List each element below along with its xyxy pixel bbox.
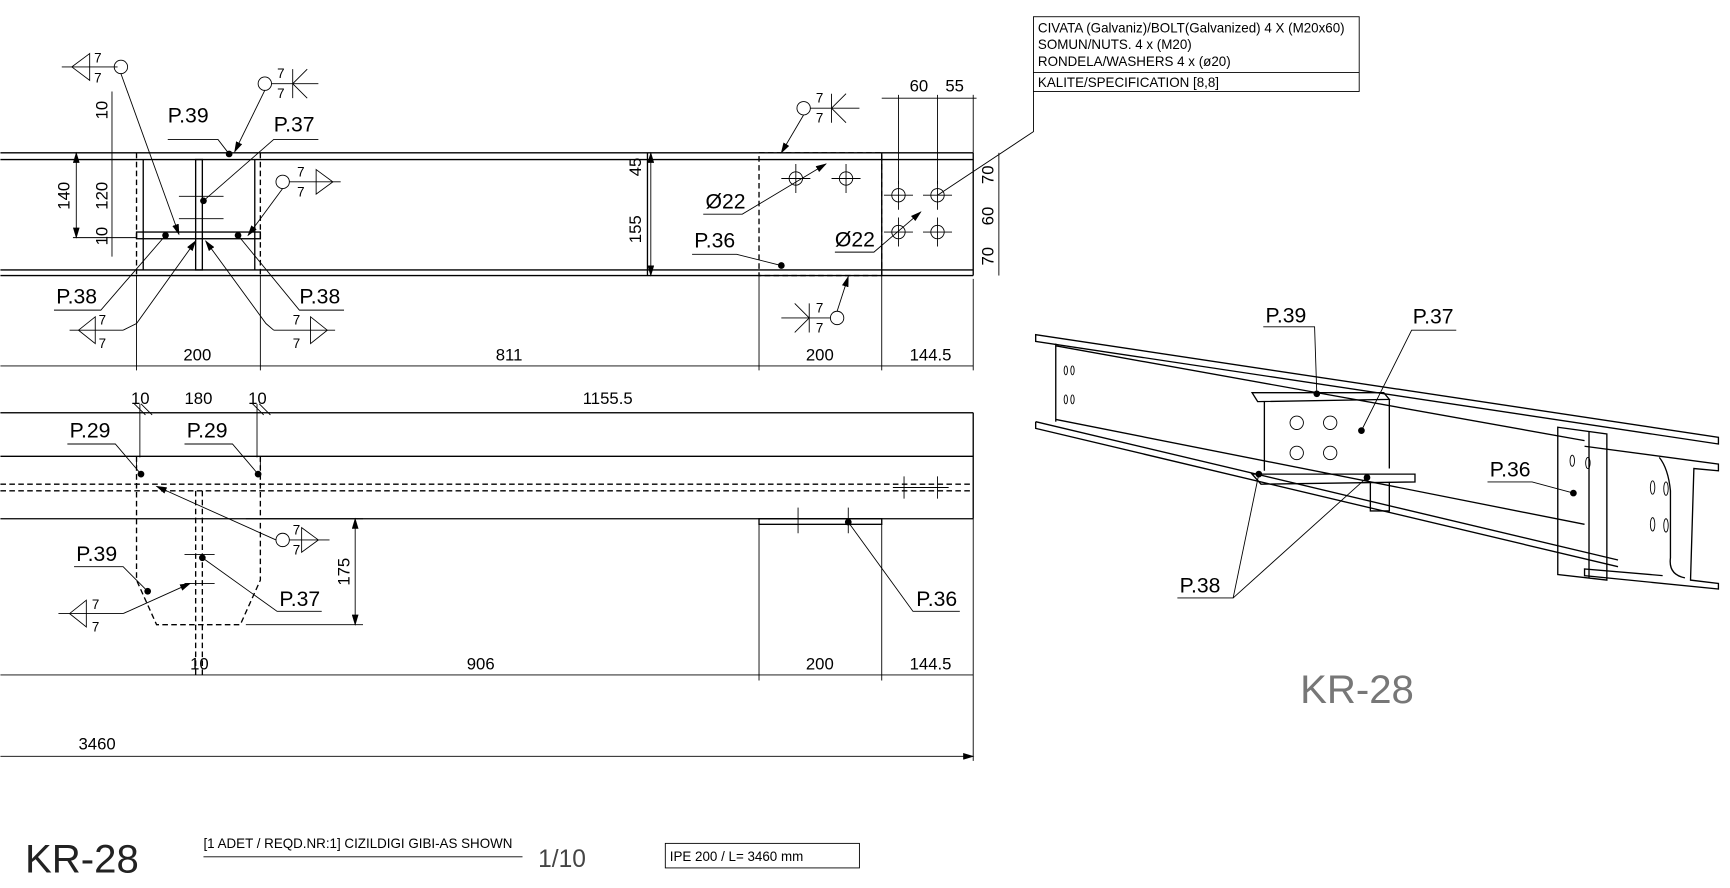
drawing-text: 7	[816, 320, 823, 335]
drawing-text: 10	[131, 389, 150, 408]
scale: 1/10	[538, 846, 586, 873]
drawing-text: 10	[93, 101, 112, 120]
iso-label-p38: P.38	[1180, 574, 1221, 597]
drawing-text: 3460	[79, 735, 116, 754]
drawing-text: 7	[277, 86, 284, 101]
drawing-text: 10	[190, 654, 209, 673]
drawing-text: 180	[184, 389, 212, 408]
drawing-text: 70	[978, 247, 997, 266]
label-p37: P.37	[274, 114, 315, 137]
part-mark: KR-28	[25, 836, 139, 881]
drawing-text: 144.5	[910, 345, 952, 364]
drawing-text: 60	[910, 76, 929, 95]
drawing-text: 70	[978, 165, 997, 184]
iso-label-p39: P.39	[1265, 304, 1306, 327]
drawing-text: 7	[99, 336, 106, 351]
drawing-text: 155	[626, 215, 645, 243]
drawing-text: 7	[816, 111, 823, 126]
iso-label-p36: P.36	[1490, 458, 1531, 481]
bolt-spec-box: CIVATA (Galvaniz)/BOLT(Galvanized) 4 X (…	[937, 16, 1360, 196]
drawing-text: 144.5	[910, 654, 952, 673]
iso-view-title: KR-28	[1300, 667, 1414, 712]
spec-bolt: CIVATA (Galvaniz)/BOLT(Galvanized) 4 X (…	[1038, 20, 1345, 35]
label-p37-side: P.37	[279, 588, 320, 611]
label-p39: P.39	[168, 105, 209, 128]
iso-label-p37: P.37	[1413, 306, 1454, 329]
isometric-view: P.39 P.37 P.36 P.38 KR-28	[1035, 304, 1720, 712]
quantity-note: [1 ADET / REQD.NR:1] CIZILDIGI GIBI-AS S…	[203, 836, 512, 851]
drawing-text: 200	[183, 345, 211, 364]
bolt-hole-icons	[1063, 365, 1669, 533]
profile-length: IPE 200 / L= 3460 mm	[670, 849, 803, 864]
spec-washers: RONDELA/WASHERS 4 x (ø20)	[1038, 54, 1231, 69]
hole-diameter-left: Ø22	[705, 191, 745, 214]
bolt-hole-icons	[781, 163, 953, 247]
drawing-text: 45	[626, 158, 645, 177]
drawing-text: 175	[335, 558, 354, 586]
label-p36: P.36	[694, 230, 735, 253]
label-p36-side: P.36	[916, 588, 957, 611]
drawing-text: 7	[816, 91, 823, 106]
label-p39-side: P.39	[76, 543, 117, 566]
drawing-text: 55	[945, 76, 964, 95]
drawing-text: 7	[293, 313, 300, 328]
top-view: P.39 P.37 P.38 P.38 P.36 Ø22 Ø22 7 7 7 7 7…	[0, 50, 1000, 371]
spec-grade: KALITE/SPECIFICATION [8,8]	[1038, 75, 1219, 90]
side-view-dimensions: 10 180 10 1155.5 175 10 906 200 144.5 34…	[0, 389, 975, 761]
drawing-text: 140	[55, 182, 74, 210]
drawing-text: 10	[248, 389, 267, 408]
drawing-text: 10	[93, 227, 112, 246]
label-p29-left: P.29	[70, 419, 111, 442]
weld-symbol-icons: 7 7 7 7 7 7 7 7 7 7 7 7 7 7	[61, 50, 860, 351]
drawing-text: 7	[92, 619, 99, 634]
label-p38-left: P.38	[56, 285, 97, 308]
drawing-text: 1155.5	[583, 389, 633, 408]
drawing-text: 7	[92, 597, 99, 612]
spec-nuts: SOMUN/NUTS. 4 x (M20)	[1038, 37, 1192, 52]
drawing-text: 906	[467, 654, 495, 673]
drawing-text: 120	[93, 182, 112, 210]
drawing-text: 7	[293, 522, 300, 537]
side-view: P.29 P.29 P.39 P.37 P.36 7 7 7 7 10 180 10…	[0, 389, 975, 761]
drawing-text: 7	[277, 66, 284, 81]
label-p29-right: P.29	[187, 419, 228, 442]
hole-diameter-right: Ø22	[835, 229, 875, 252]
drawing-text: 200	[806, 654, 834, 673]
label-p38-right: P.38	[299, 285, 340, 308]
drawing-text: 7	[297, 184, 304, 199]
drawing-text: 7	[293, 336, 300, 351]
drawing-text: 811	[496, 345, 523, 364]
drawing-text: 7	[293, 542, 300, 557]
top-view-dimensions: 10 140 120 10 45 155 70 60 70 60 55 200 …	[0, 76, 1000, 371]
drawing-text: 7	[297, 164, 304, 179]
title-block: KR-28 [1 ADET / REQD.NR:1] CIZILDIGI GIB…	[25, 836, 860, 881]
drawing-text: 200	[806, 345, 834, 364]
drawing-text: 7	[99, 313, 106, 328]
weld-symbol-icons: 7 7 7 7	[58, 485, 330, 634]
drawing-text: 7	[94, 71, 101, 86]
drawing-text: 7	[94, 50, 101, 65]
drawing-text: 60	[978, 207, 997, 226]
drawing-text: 7	[816, 300, 823, 315]
